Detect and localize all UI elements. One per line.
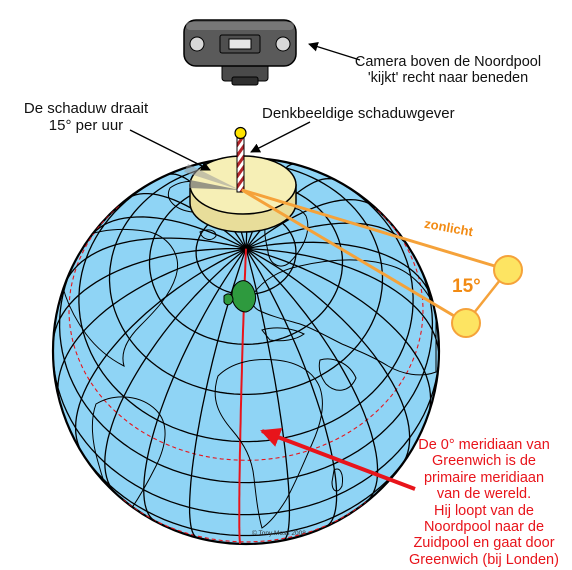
meridian-line xyxy=(245,241,433,299)
meridian-line xyxy=(188,248,247,539)
landmasses xyxy=(58,181,437,529)
meridian-caption-line-5: Hij loopt van de xyxy=(434,502,534,519)
shadow-caption-line-1: De schaduw draait xyxy=(23,100,149,117)
meridian-caption-line-8: Greenwich (bij Londen) xyxy=(409,551,559,568)
arrow-icon xyxy=(129,41,416,491)
copyright-text: © Tony Moss 2008 xyxy=(252,530,306,537)
parallel-line xyxy=(78,168,414,443)
meridian-caption-line-6: Noordpool naar de xyxy=(423,518,545,535)
camera-caption: Camera boven de Noordpool 'kijkt' recht … xyxy=(330,54,566,86)
meridian-line xyxy=(245,248,439,357)
shadow-current xyxy=(189,180,240,190)
british-isles xyxy=(231,280,257,313)
meridian-line xyxy=(92,216,247,250)
meridian-line xyxy=(245,248,379,503)
meridian-line xyxy=(64,237,247,284)
tropic-line xyxy=(68,205,424,461)
meridian-caption-line-1: De 0° meridiaan van xyxy=(418,437,550,453)
parallel-line xyxy=(58,257,434,484)
meridian-line xyxy=(245,248,411,466)
meridian-caption: De 0° meridiaan van Greenwich is de prim… xyxy=(398,437,570,568)
meridian-line xyxy=(245,222,409,250)
shadow-caption: De schaduw draait 15° per uur xyxy=(6,100,166,135)
gnomon-caption: Denkbeeldige schaduwgever xyxy=(262,105,455,122)
parallel-line xyxy=(188,532,309,544)
meridian-line xyxy=(245,248,338,527)
meridian-caption-line-4: van de wereld. xyxy=(436,486,532,503)
meridian-line xyxy=(74,248,247,452)
sun-icon xyxy=(451,255,523,338)
parallel-line xyxy=(53,353,439,516)
angle-label: 15° xyxy=(452,276,481,297)
meridian-line xyxy=(53,247,247,340)
striped-pole-icon xyxy=(234,126,247,193)
shadow-previous xyxy=(184,164,240,190)
meridian-line xyxy=(104,248,247,493)
camera-icon xyxy=(183,19,297,86)
meridian-caption-line-2: Greenwich is de xyxy=(432,453,536,470)
meridian-caption-line-3: primaire meridiaan xyxy=(423,469,545,486)
camera-caption-line-1: Camera boven de Noordpool xyxy=(354,54,542,70)
meridian-line xyxy=(143,248,247,522)
meridian-line xyxy=(245,198,376,250)
meridian-caption-line-7: Zuidpool en gaat door xyxy=(413,535,555,552)
shadow-caption-line-2: 15° per uur xyxy=(48,116,124,134)
meridian-line xyxy=(57,248,247,399)
camera-caption-line-2: 'kijkt' recht naar beneden xyxy=(367,70,529,87)
